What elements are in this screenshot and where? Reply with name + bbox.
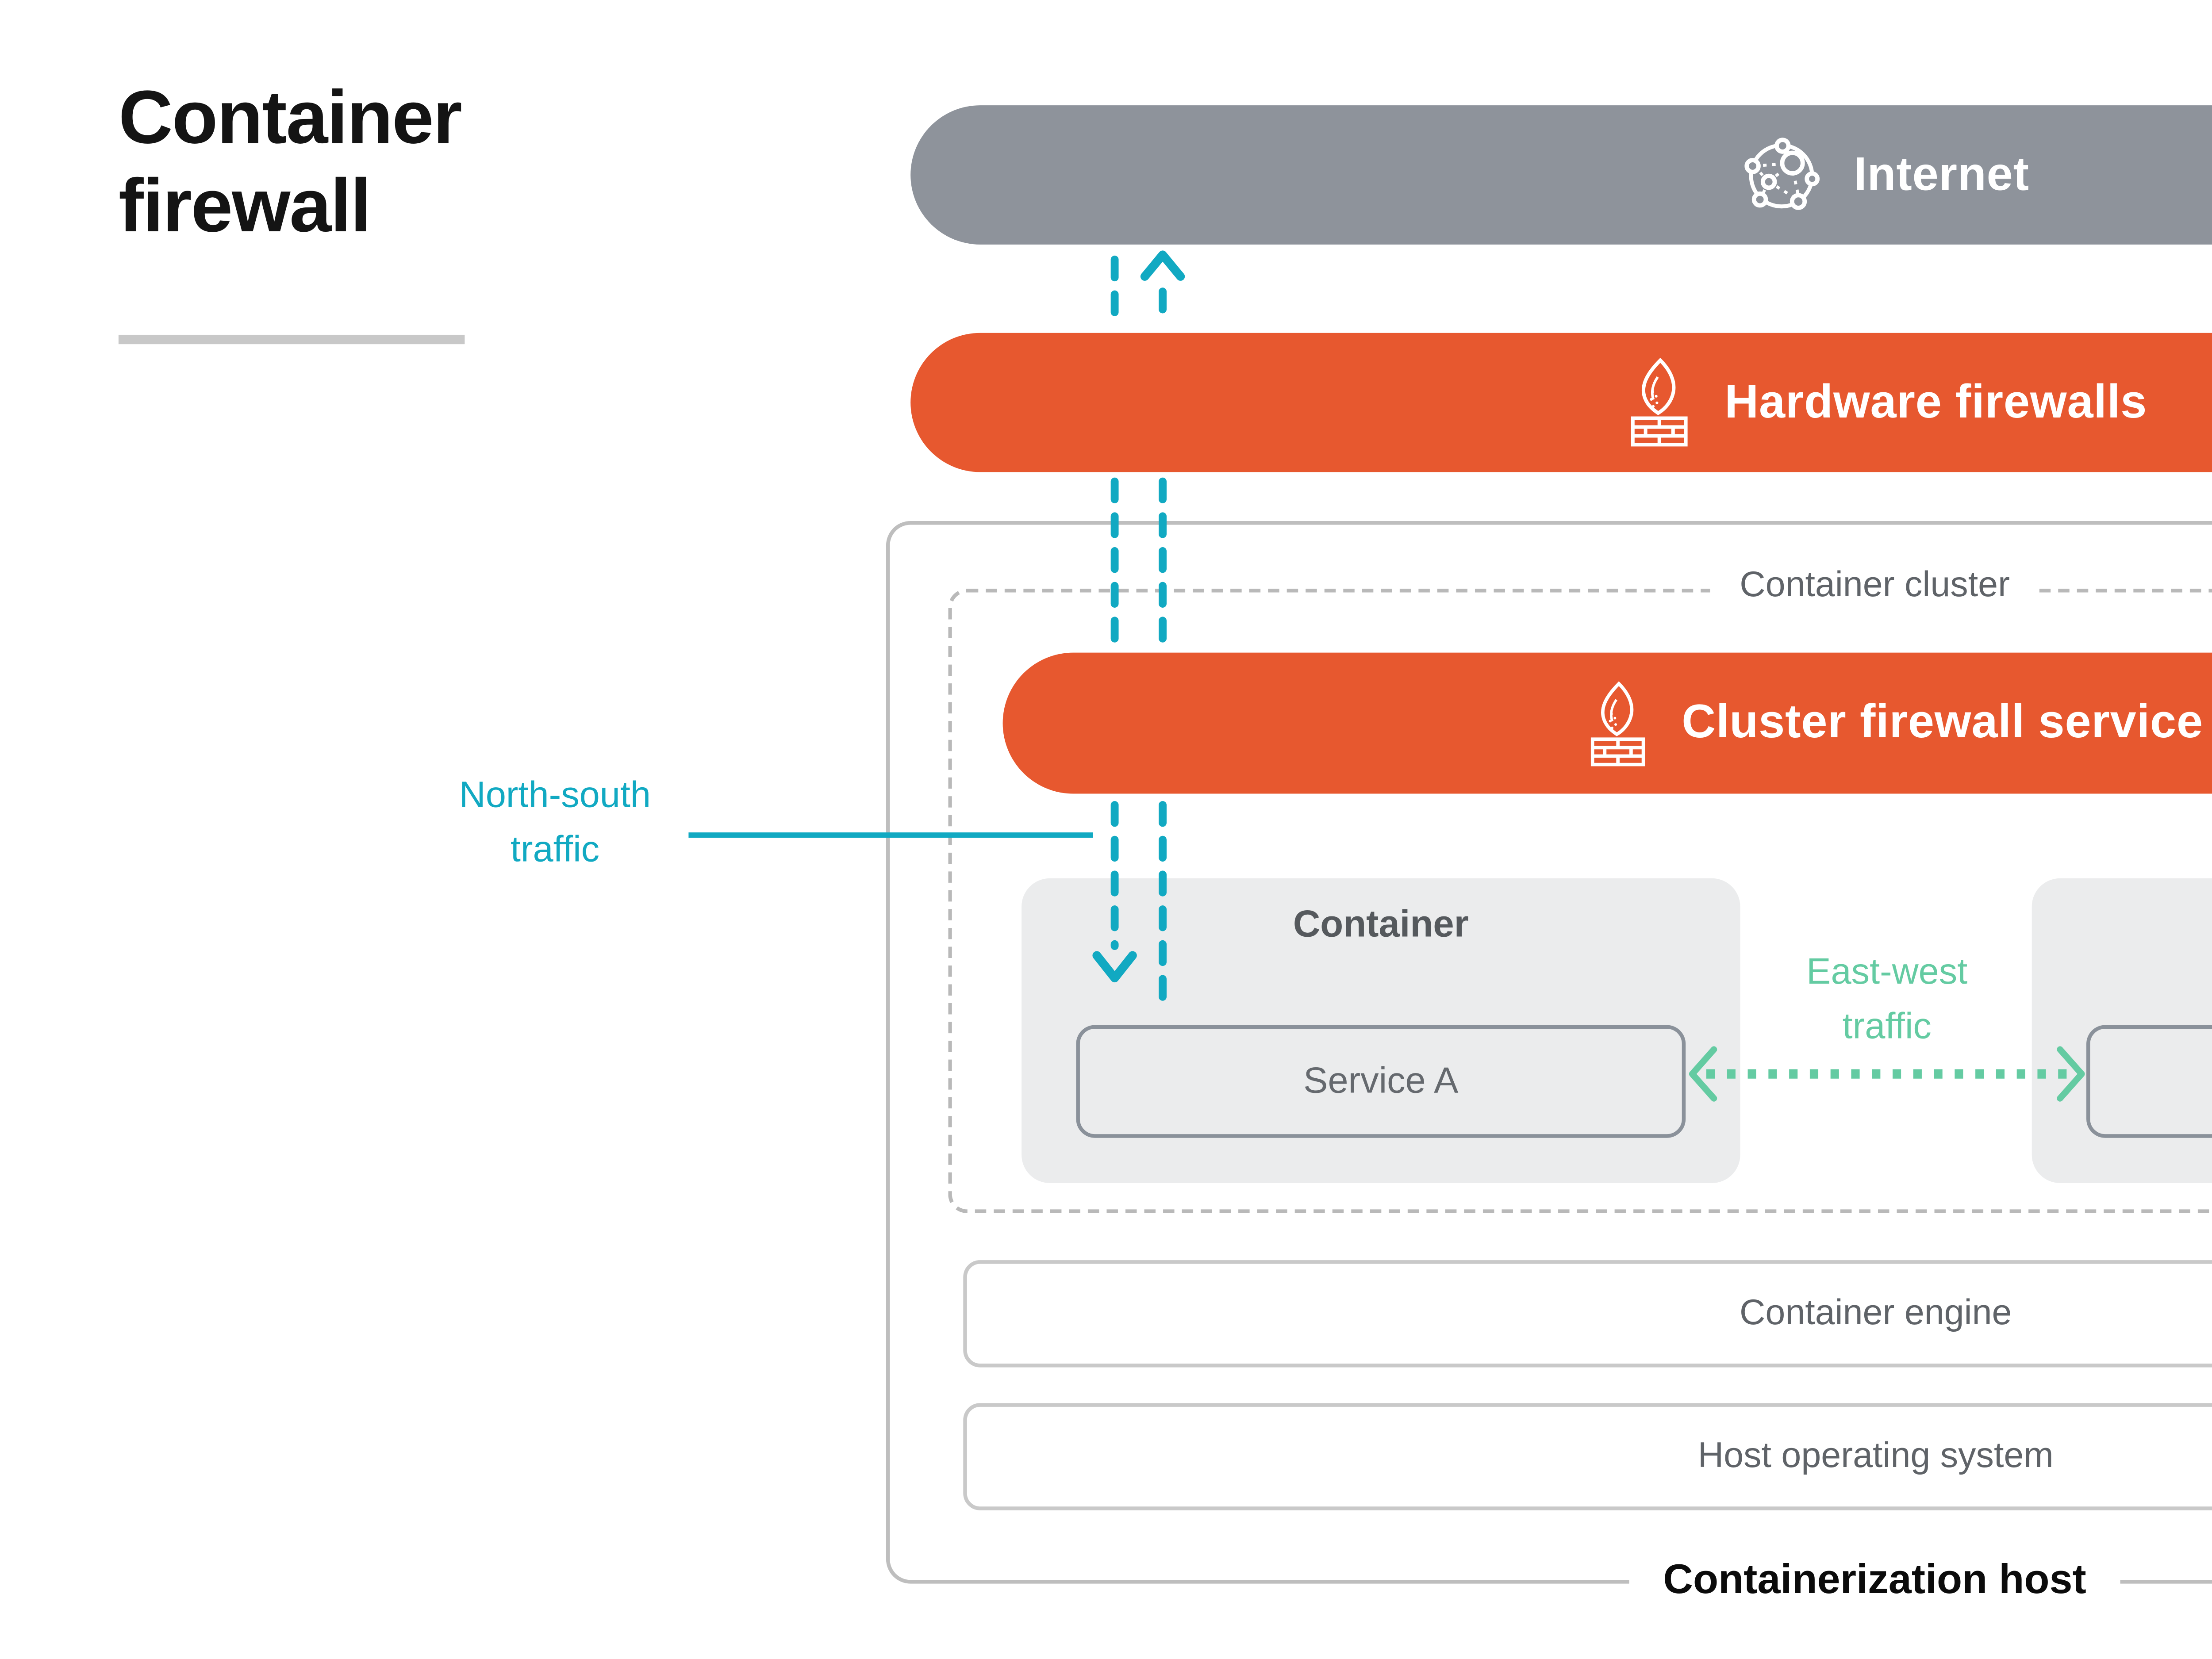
container-cluster-label: Container cluster — [948, 566, 2212, 608]
internet-label: Internet — [1854, 147, 2029, 200]
page-title-line1: Container — [118, 77, 462, 160]
hardware-firewalls-label: Hardware firewalls — [1724, 375, 2147, 428]
firewall-flame-brick-icon — [1590, 680, 1645, 766]
internet-node: Internet — [910, 105, 2212, 245]
container-a-box: Container Service A — [1022, 878, 1740, 1183]
containerization-host-caption: Containerization host — [886, 1555, 2212, 1605]
host-os-label: Host operating system — [1697, 1436, 2054, 1476]
container-engine-label: Container engine — [1740, 1293, 2012, 1333]
service-a-box: Service A — [1076, 1025, 1686, 1138]
host-os-box: Host operating system — [963, 1403, 2212, 1510]
container-a-label: Container — [1293, 904, 1469, 946]
container-b-label: Container — [2032, 904, 2212, 948]
cluster-firewall-service-label: Cluster firewall service — [1682, 696, 2204, 749]
page-title: Container firewall — [118, 75, 462, 252]
service-a-label: Service A — [1303, 1060, 1459, 1101]
cluster-firewall-service-node: Cluster firewall service — [1002, 652, 2212, 794]
title-underline — [118, 334, 465, 345]
container-engine-box: Container engine — [963, 1260, 2212, 1368]
globe-network-icon — [1745, 138, 1820, 210]
service-b-box: Service B — [2086, 1025, 2212, 1138]
container-b-box: Container Service B — [2032, 878, 2212, 1183]
firewall-flame-brick-icon — [1630, 357, 1687, 447]
east-west-traffic-label: East-west traffic — [1806, 951, 1968, 1048]
north-south-traffic-label: North-south traffic — [459, 775, 651, 871]
hardware-firewalls-node: Hardware firewalls — [910, 333, 2212, 472]
container-cluster-box — [948, 589, 2212, 1213]
page-title-line2: firewall — [118, 165, 371, 249]
